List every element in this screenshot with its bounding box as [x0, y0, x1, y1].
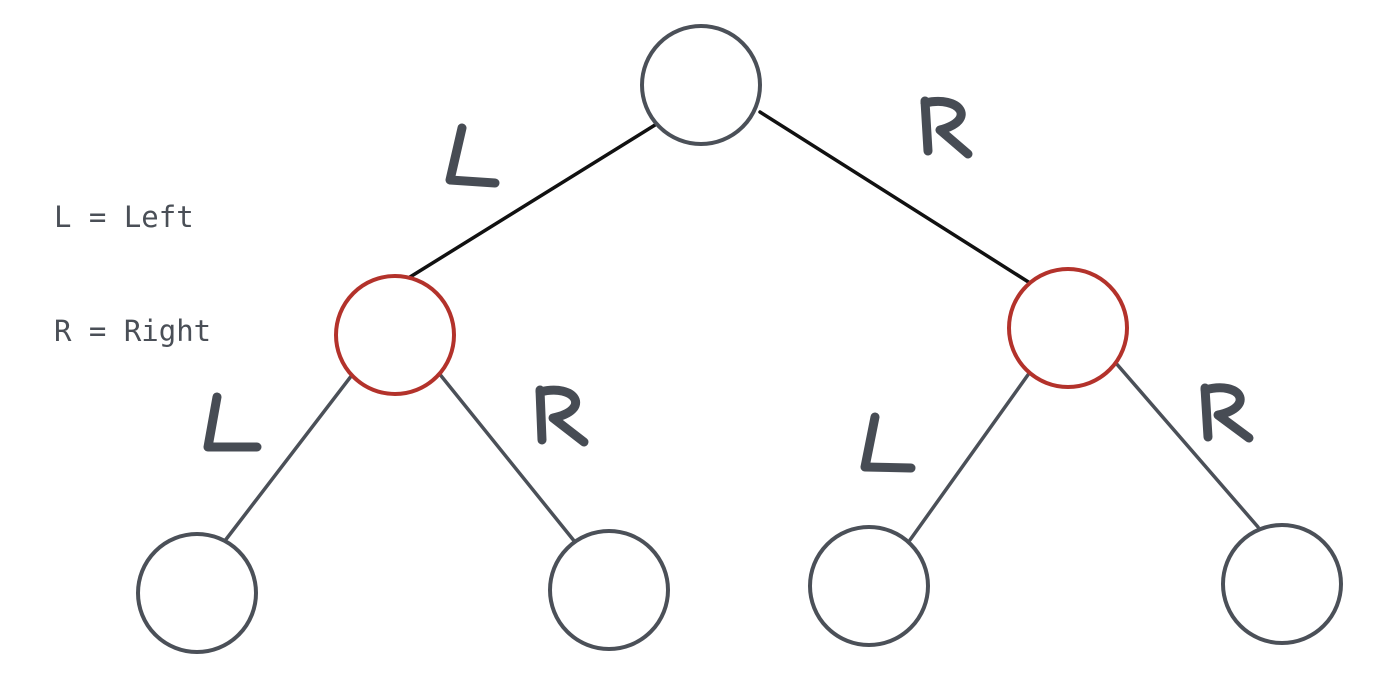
edge-right-right [1113, 360, 1260, 529]
right-left-leaf-node [808, 525, 930, 647]
edge-label-left-right [535, 385, 589, 447]
left-child-node [334, 274, 456, 396]
edge-left-right [436, 370, 577, 544]
edge-left-left [222, 373, 354, 544]
edge-root-right [758, 110, 1032, 285]
edge-label-root-right [920, 96, 973, 159]
edge-label-right-right [1200, 383, 1254, 443]
edge-label-right-left [860, 412, 916, 473]
root-node [640, 24, 762, 146]
legend: L = Left R = Right [54, 122, 211, 388]
legend-left: L = Left [54, 200, 194, 234]
edge-label-root-left [445, 123, 500, 188]
legend-right: R = Right [54, 314, 212, 348]
edge-right-left [908, 370, 1032, 542]
left-right-leaf-node [548, 529, 670, 651]
left-left-leaf-node [136, 532, 258, 654]
edge-root-left [408, 123, 657, 279]
right-right-leaf-node [1221, 523, 1343, 645]
edge-label-left-left [203, 392, 262, 452]
right-child-node [1007, 267, 1129, 389]
